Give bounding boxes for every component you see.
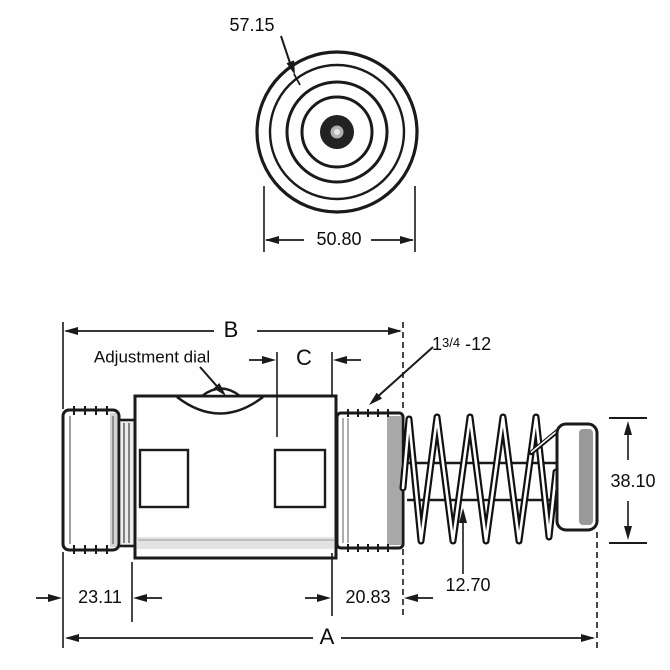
dim-b-line xyxy=(64,327,402,335)
adjustment-dial-label: Adjustment dial xyxy=(93,347,211,367)
dimension-lines xyxy=(36,322,647,650)
dim-b-label: B xyxy=(223,317,239,342)
dim-coil-wire-label: 12.70 xyxy=(445,575,491,595)
leader-adjustment-dial xyxy=(199,366,226,396)
thread-spec-label: 13/4 -12 xyxy=(432,335,491,353)
front-view xyxy=(255,35,419,252)
leader-thread-spec xyxy=(369,346,434,405)
dim-arrow-right xyxy=(400,236,414,244)
dim-thread-length-label: 20.83 xyxy=(345,587,391,607)
dim-38-10-line xyxy=(609,417,647,544)
leader-arrow-57-15 xyxy=(286,60,295,75)
dim-c-label: C xyxy=(296,345,312,370)
thread-whole: 1 xyxy=(432,334,443,354)
dim-a-line xyxy=(65,634,595,642)
spring-end-cap xyxy=(555,422,599,532)
dim-23-11-line xyxy=(36,594,162,602)
coil-spring xyxy=(399,413,563,545)
dim-spring-od-label: 38.10 xyxy=(610,471,656,491)
body-window-left xyxy=(138,448,190,509)
rear-threaded-cap xyxy=(61,406,121,554)
adjustment-dial-arc xyxy=(176,396,264,415)
dim-c-line xyxy=(249,356,361,364)
side-view-part xyxy=(61,387,599,560)
dim-flange-diameter-label: 50.80 xyxy=(316,229,362,249)
dim-a-label: A xyxy=(319,624,335,649)
collar-ring xyxy=(117,418,137,548)
dim-rear-cap-length-label: 23.11 xyxy=(78,587,122,607)
dim-outer-diameter-label: 57.15 xyxy=(229,15,275,35)
body-window-right xyxy=(273,448,327,509)
dim-arrow-left xyxy=(265,236,279,244)
main-body xyxy=(133,387,338,560)
dim-20-83-line xyxy=(305,594,433,602)
thread-pitch: -12 xyxy=(460,334,492,354)
front-threaded-section xyxy=(335,409,405,552)
thread-fraction: 3/4 xyxy=(442,335,461,350)
leader-12-70 xyxy=(459,508,467,574)
